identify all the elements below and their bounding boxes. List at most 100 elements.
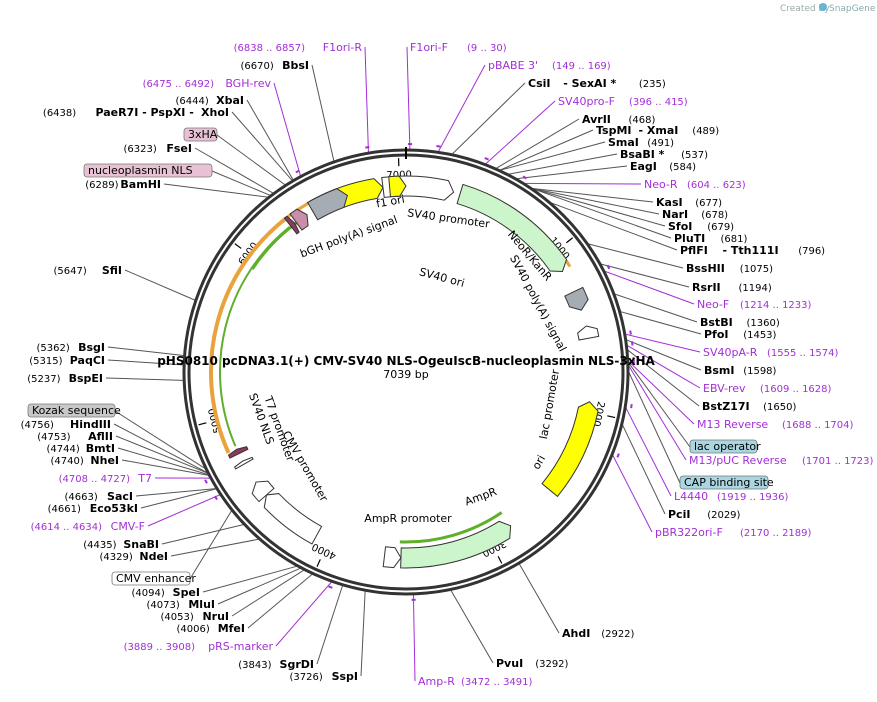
enzyme-bspei[interactable]: BspEI(5237) bbox=[27, 372, 103, 385]
enzyme-bsgi[interactable]: BsgI(5362) bbox=[37, 341, 105, 354]
primer-neo-r[interactable]: Neo-R(604 .. 623) bbox=[644, 178, 746, 191]
primer-name: pRS-marker bbox=[208, 640, 273, 653]
primer-m13-reverse[interactable]: M13 Reverse(1688 .. 1704) bbox=[697, 418, 854, 431]
primer-bgh-rev[interactable]: BGH-rev(6475 .. 6492) bbox=[143, 77, 272, 90]
enzyme-mfei[interactable]: MfeI(4006) bbox=[177, 622, 245, 635]
enzyme-bsmi[interactable]: BsmI(1598) bbox=[704, 364, 777, 377]
primer-amp-r[interactable]: Amp-R(3472 .. 3491) bbox=[418, 675, 533, 688]
leader-pvui bbox=[450, 590, 494, 664]
enzyme-saci[interactable]: SacI(4663) bbox=[65, 490, 133, 503]
enzyme-snabi[interactable]: SnaBI(4435) bbox=[83, 538, 159, 551]
leader-bamhi bbox=[163, 183, 268, 198]
feature-nucleoplasmin-nls[interactable] bbox=[283, 215, 300, 235]
enzyme-ndei[interactable]: NdeI(4329) bbox=[100, 550, 168, 563]
primer-sv40pa-r[interactable]: SV40pA-R(1555 .. 1574) bbox=[703, 346, 839, 359]
primer-pbabe-3[interactable]: pBABE 3'(149 .. 169) bbox=[488, 59, 611, 72]
enzyme-pflfi[interactable]: PflFI- Tth111I(796) bbox=[680, 244, 825, 257]
primer-name: F1ori-R bbox=[323, 41, 363, 54]
enzyme-mlui[interactable]: MluI(4073) bbox=[147, 598, 215, 611]
enzyme-spei[interactable]: SpeI(4094) bbox=[132, 586, 200, 599]
enzyme-tspmi[interactable]: TspMI- XmaI(489) bbox=[596, 124, 719, 137]
enzyme-avrii[interactable]: AvrII(468) bbox=[582, 113, 655, 126]
primer-t7[interactable]: T7(4708 .. 4727) bbox=[59, 472, 152, 485]
primer-leader-l4440 bbox=[624, 404, 672, 497]
enzyme-kasi[interactable]: KasI(677) bbox=[656, 196, 722, 209]
leader-sfoi bbox=[532, 188, 666, 227]
enzyme-pos: (6444) bbox=[176, 96, 209, 107]
enzyme-name: BstZ17I bbox=[702, 400, 750, 413]
feature-3xha[interactable] bbox=[289, 208, 309, 231]
credit: Created by SnapGene bbox=[780, 3, 876, 14]
enzyme-rsrii[interactable]: RsrII(1194) bbox=[692, 281, 772, 294]
enzyme-bamhi[interactable]: BamHI(6289) bbox=[85, 178, 161, 191]
feature-label-bgh-poly-a-signal: bGH poly(A) signal bbox=[298, 213, 399, 260]
enzyme-nari[interactable]: NarI(678) bbox=[662, 208, 728, 221]
enzyme-pos: (677) bbox=[695, 198, 722, 209]
feature-ampr[interactable] bbox=[400, 520, 512, 569]
feature-sv40-nls[interactable] bbox=[227, 446, 249, 459]
feature-ori[interactable] bbox=[541, 401, 599, 498]
primer-cmv-f[interactable]: CMV-F(4614 .. 4634) bbox=[31, 520, 145, 533]
boxed-label-cap-binding-site[interactable]: CAP binding site bbox=[679, 475, 774, 490]
enzyme-sfoi[interactable]: SfoI(679) bbox=[668, 220, 734, 233]
feature-t7-promoter[interactable] bbox=[233, 456, 254, 470]
enzyme-fsei[interactable]: FseI(6323) bbox=[124, 142, 192, 155]
primer-ebv-rev[interactable]: EBV-rev(1609 .. 1628) bbox=[703, 382, 832, 395]
enzyme-smai[interactable]: SmaI(491) bbox=[608, 136, 674, 149]
enzyme-sspi[interactable]: SspI(3726) bbox=[290, 670, 358, 683]
enzyme-pvui[interactable]: PvuI(3292) bbox=[496, 657, 569, 670]
enzyme-hindiii[interactable]: HindIII(4756) bbox=[21, 418, 111, 431]
enzyme-csii[interactable]: CsiI- SexAI *(235) bbox=[528, 77, 666, 90]
enzyme-eagi[interactable]: EagI(584) bbox=[630, 160, 696, 173]
feature-bgh-poly-a-signal[interactable] bbox=[306, 188, 348, 221]
primer-m13-puc-reverse[interactable]: M13/pUC Reverse(1701 .. 1723) bbox=[689, 454, 874, 467]
boxed-label-cmv-enhancer[interactable]: CMV enhancer bbox=[111, 571, 196, 586]
boxed-label-3xha[interactable]: 3xHA bbox=[183, 127, 218, 142]
enzyme-name: SfiI bbox=[102, 264, 122, 277]
feature-sv40-ori[interactable] bbox=[388, 175, 407, 198]
boxed-label-nucleoplasmin-nls[interactable]: nucleoplasmin NLS bbox=[83, 163, 213, 178]
primer-f1ori-r[interactable]: F1ori-R(6838 .. 6857) bbox=[234, 41, 363, 54]
enzyme-aflii[interactable]: AflII(4753) bbox=[37, 430, 113, 443]
primer-neo-f[interactable]: Neo-F(1214 .. 1233) bbox=[697, 298, 812, 311]
feature-sv40-poly-a-signal[interactable] bbox=[564, 286, 589, 311]
leader-sfii bbox=[124, 269, 196, 301]
enzyme-bsabi[interactable]: BsaBI *(537) bbox=[620, 148, 708, 161]
enzyme-xbai[interactable]: XbaI(6444) bbox=[176, 94, 244, 107]
enzyme-pluti[interactable]: PluTI(681) bbox=[674, 232, 747, 245]
feature-cmv-enhancer[interactable] bbox=[251, 480, 275, 503]
boxed-label-kozak-sequence[interactable]: Kozak sequence bbox=[27, 403, 121, 418]
primer-site-l4440 bbox=[630, 403, 633, 409]
boxed-label-lac-operator[interactable]: lac operator bbox=[689, 439, 761, 454]
enzyme-bstz17i[interactable]: BstZ17I(1650) bbox=[702, 400, 796, 413]
enzyme-nhei[interactable]: NheI(4740) bbox=[51, 454, 119, 467]
primer-sv40pro-f[interactable]: SV40pro-F(396 .. 415) bbox=[558, 95, 688, 108]
feature-ampr-promoter[interactable] bbox=[382, 546, 402, 569]
primer-name: Neo-R bbox=[644, 178, 678, 191]
enzyme-bmti[interactable]: BmtI(4744) bbox=[47, 442, 115, 455]
enzyme-pfoi[interactable]: PfoI(1453) bbox=[704, 328, 777, 341]
enzyme-sfii[interactable]: SfiI(5647) bbox=[54, 264, 122, 277]
feature-cmv-promoter[interactable] bbox=[263, 493, 323, 545]
primer-site-pbr322ori-f bbox=[616, 453, 620, 458]
primer-l4440[interactable]: L4440(1919 .. 1936) bbox=[674, 490, 789, 503]
enzyme-pos: (4073) bbox=[147, 600, 180, 611]
leader-ahdi bbox=[518, 563, 560, 634]
primer-prs-marker[interactable]: pRS-marker (3889 .. 3908) bbox=[124, 640, 274, 653]
feature-neor-kanr[interactable] bbox=[456, 183, 568, 272]
primer-pbr322ori-f[interactable]: pBR322ori-F(2170 .. 2189) bbox=[655, 526, 812, 539]
enzyme-ahdi[interactable]: AhdI(2922) bbox=[562, 627, 635, 640]
enzyme-pcii[interactable]: PciI(2029) bbox=[668, 508, 741, 521]
enzyme-nrui[interactable]: NruI(4053) bbox=[161, 610, 229, 623]
primer-range: (3889 .. 3908) bbox=[124, 642, 196, 653]
boxed-label-text: CMV enhancer bbox=[116, 572, 196, 585]
primer-f1ori-f[interactable]: F1ori-F(9 .. 30) bbox=[410, 41, 507, 54]
enzyme-bstbi[interactable]: BstBI(1360) bbox=[700, 316, 780, 329]
enzyme-bbsi[interactable]: BbsI(6670) bbox=[241, 59, 309, 72]
feature-lac-promoter[interactable] bbox=[577, 325, 600, 341]
enzyme-sgrdi[interactable]: SgrDI(3843) bbox=[238, 658, 314, 671]
enzyme-bsshii[interactable]: BssHII(1075) bbox=[686, 262, 773, 275]
enzyme-paqci[interactable]: PaqCI(5315) bbox=[29, 354, 105, 367]
enzyme-eco53ki[interactable]: Eco53kI(4661) bbox=[48, 502, 138, 515]
